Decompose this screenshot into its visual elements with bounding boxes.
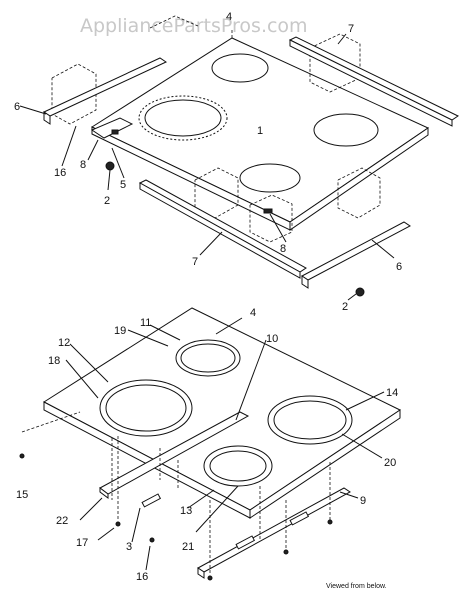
watermark-text: AppliancePartsPros.com xyxy=(80,15,308,37)
center-bracket xyxy=(99,411,250,499)
burner-ring-left-rear xyxy=(144,99,222,137)
callout-7-top: 7 xyxy=(348,23,354,35)
viewed-from-below-note: Viewed from below. xyxy=(326,583,387,590)
callout-20: 20 xyxy=(384,457,396,469)
callout-16-top: 16 xyxy=(54,167,66,179)
bumper-left xyxy=(105,161,115,171)
callout-12: 12 xyxy=(58,337,70,349)
callout-13: 13 xyxy=(180,505,192,517)
callout-17: 17 xyxy=(76,537,88,549)
callout-5: 5 xyxy=(120,179,126,191)
callout-2-left: 2 xyxy=(104,195,110,207)
burner-ring-right xyxy=(313,113,379,147)
callout-4-top: 4 xyxy=(226,11,232,23)
element-right-large xyxy=(267,395,353,445)
callout-3: 3 xyxy=(126,541,132,553)
element-front-small xyxy=(203,445,273,487)
trim-strip-rear-right xyxy=(288,36,460,127)
callout-15: 15 xyxy=(16,489,28,501)
burner-ring-front xyxy=(239,163,301,193)
callout-6-right: 6 xyxy=(396,261,402,273)
front-left-bracket xyxy=(90,117,134,139)
callout-8-left: 8 xyxy=(80,159,86,171)
callout-6-left: 6 xyxy=(14,101,20,113)
trim-strip-front-right xyxy=(301,221,411,289)
callout-2-right: 2 xyxy=(342,301,348,313)
burner-ring-rear xyxy=(211,53,269,83)
screw-15 xyxy=(19,453,25,459)
element-rear-small xyxy=(175,339,241,377)
callout-10: 10 xyxy=(266,333,278,345)
top-assembly xyxy=(19,15,460,301)
callout-19: 19 xyxy=(114,325,126,337)
callout-8-right: 8 xyxy=(280,243,286,255)
callout-21: 21 xyxy=(182,541,194,553)
front-bracket-rail xyxy=(197,487,351,579)
callout-16-bottom: 16 xyxy=(136,571,148,583)
bumper-right xyxy=(355,287,365,297)
callout-1: 1 xyxy=(257,125,263,137)
clip xyxy=(141,493,162,508)
front-trim-strip xyxy=(138,179,307,279)
bottom-assembly xyxy=(19,307,402,581)
element-left-large xyxy=(99,379,193,437)
glass-cooktop xyxy=(90,37,430,231)
cooktop-frame-underside xyxy=(43,307,402,519)
callout-14: 14 xyxy=(386,387,398,399)
callout-9: 9 xyxy=(360,495,366,507)
trim-strip-left xyxy=(42,57,168,125)
callout-4-bottom: 4 xyxy=(250,307,256,319)
callout-18: 18 xyxy=(48,355,60,367)
callout-22: 22 xyxy=(56,515,68,527)
callout-labels: 1 4 7 6 16 8 5 2 7 8 6 2 4 11 19 12 18 1… xyxy=(14,11,402,590)
callout-7: 7 xyxy=(192,256,198,268)
callout-11: 11 xyxy=(140,317,151,329)
